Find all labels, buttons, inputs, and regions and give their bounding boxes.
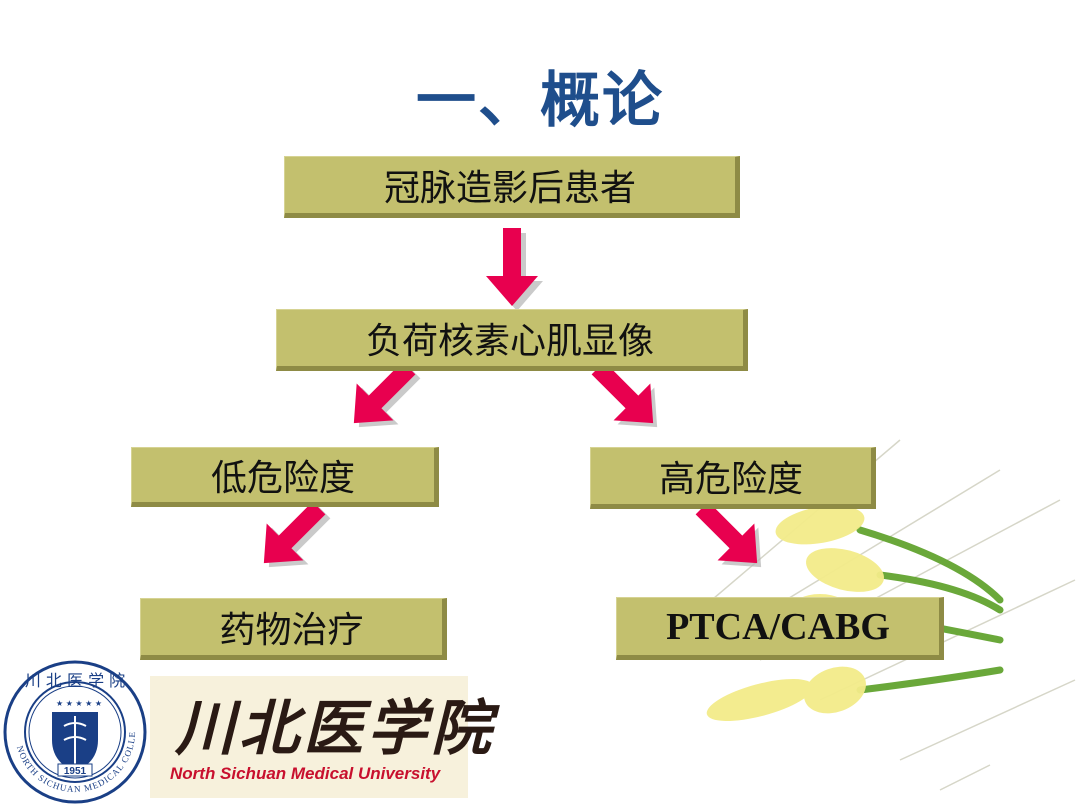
node-ptca-cabg: PTCA/CABG [616,597,944,660]
logo-calligraphy: 川北医学院 [175,694,495,764]
node-imaging: 负荷核素心肌显像 [276,309,748,371]
logo-english-name: North Sichuan Medical University [170,764,441,783]
node-low-risk: 低危险度 [131,447,439,507]
node-start: 冠脉造影后患者 [284,156,740,218]
logo-panel [150,676,468,798]
node-medication: 药物治疗 [140,598,447,660]
svg-text:川 北 医 学 院: 川 北 医 学 院 [25,671,125,690]
page-title: 一、概论 [416,66,664,136]
node-high-risk: 高危险度 [590,447,876,509]
svg-text:★ ★ ★ ★ ★: ★ ★ ★ ★ ★ [56,699,102,708]
seal-year: 1951 [64,766,87,777]
